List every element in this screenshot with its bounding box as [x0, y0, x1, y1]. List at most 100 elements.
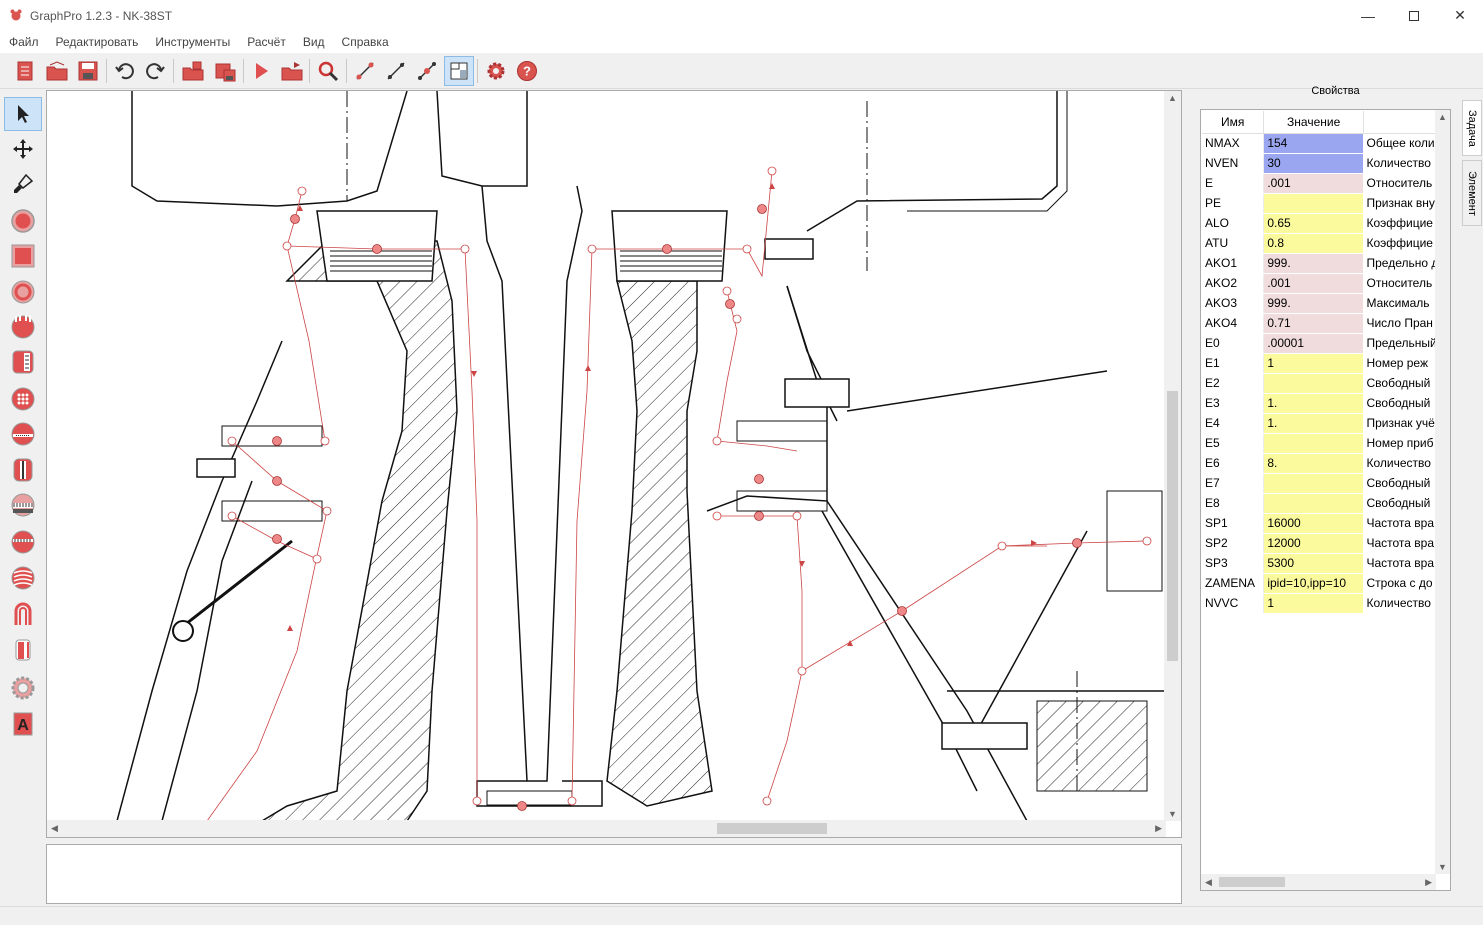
- property-value[interactable]: [1263, 373, 1364, 394]
- perforated-half-button[interactable]: [4, 417, 42, 451]
- view-frame-button[interactable]: [444, 56, 474, 86]
- scroll-down-icon[interactable]: ▼: [1168, 809, 1177, 819]
- property-value[interactable]: ipid=10,ipp=10: [1263, 573, 1364, 594]
- run-button[interactable]: [246, 56, 276, 86]
- property-value[interactable]: 1.: [1263, 413, 1364, 434]
- drawing-canvas[interactable]: ▲ ▼ ◀ ▶: [46, 90, 1182, 838]
- scroll-left-icon[interactable]: ◀: [1205, 877, 1212, 887]
- gear-ring-button[interactable]: [4, 671, 42, 705]
- scroll-left-icon[interactable]: ◀: [51, 823, 58, 833]
- open-project-button[interactable]: [178, 56, 208, 86]
- search-button[interactable]: [313, 56, 343, 86]
- save-project-button[interactable]: [210, 56, 240, 86]
- text-label-button[interactable]: A: [4, 707, 42, 741]
- menu-tools[interactable]: Инструменты: [155, 35, 231, 49]
- property-value[interactable]: 999.: [1263, 253, 1364, 274]
- move-tool-button[interactable]: [4, 132, 42, 166]
- scroll-up-icon[interactable]: ▲: [1438, 112, 1447, 122]
- new-document-button[interactable]: [10, 56, 40, 86]
- property-value[interactable]: 1: [1263, 593, 1364, 614]
- minimize-button[interactable]: —: [1345, 0, 1391, 31]
- undo-button[interactable]: [110, 56, 140, 86]
- output-log-panel[interactable]: [46, 844, 1182, 904]
- property-value[interactable]: .001: [1263, 173, 1364, 194]
- scroll-up-icon[interactable]: ▲: [1168, 93, 1177, 103]
- canvas-horizontal-scrollbar[interactable]: ◀ ▶: [47, 820, 1166, 837]
- scroll-right-icon[interactable]: ▶: [1155, 823, 1162, 833]
- properties-horizontal-thumb[interactable]: [1219, 877, 1285, 887]
- open-folder-button[interactable]: [42, 56, 72, 86]
- maximize-button[interactable]: [1391, 0, 1437, 31]
- settings-button[interactable]: [481, 56, 511, 86]
- property-value[interactable]: 12000: [1263, 533, 1364, 554]
- pipe-button[interactable]: [4, 597, 42, 631]
- scroll-down-icon[interactable]: ▼: [1438, 862, 1447, 872]
- multi-hole-button[interactable]: [4, 310, 42, 344]
- pointer-tool-button[interactable]: [4, 97, 42, 131]
- canvas-vertical-scrollbar[interactable]: ▲ ▼: [1164, 91, 1181, 821]
- comb-seal-button[interactable]: [4, 488, 42, 522]
- perforated-disk-button[interactable]: [4, 382, 42, 416]
- property-value[interactable]: 8.: [1263, 453, 1364, 474]
- property-value[interactable]: 1: [1263, 353, 1364, 374]
- wall-node-button[interactable]: [4, 345, 42, 379]
- seal-disk-button[interactable]: [4, 525, 42, 559]
- help-button[interactable]: ?: [512, 56, 542, 86]
- batch-button[interactable]: [277, 56, 307, 86]
- redo-button[interactable]: [140, 56, 170, 86]
- property-value[interactable]: 5300: [1263, 553, 1364, 574]
- tab-task[interactable]: Задача: [1462, 100, 1482, 156]
- save-button[interactable]: [73, 56, 103, 86]
- property-value[interactable]: 30: [1263, 153, 1364, 174]
- menu-edit[interactable]: Редактировать: [55, 35, 139, 49]
- square-node-button[interactable]: [4, 239, 42, 273]
- column-header-value[interactable]: Значение: [1263, 111, 1364, 134]
- property-value[interactable]: 154: [1263, 133, 1364, 154]
- property-value[interactable]: [1263, 493, 1364, 514]
- property-value[interactable]: 16000: [1263, 513, 1364, 534]
- column-header-name[interactable]: Имя: [1202, 111, 1265, 134]
- canvas-vertical-thumb[interactable]: [1167, 391, 1178, 661]
- column-header-description[interactable]: [1363, 111, 1437, 134]
- menu-help[interactable]: Справка: [341, 35, 389, 49]
- property-value[interactable]: [1263, 473, 1364, 494]
- canvas-horizontal-thumb[interactable]: [717, 823, 827, 834]
- property-value[interactable]: 0.8: [1263, 233, 1364, 254]
- spiral-button[interactable]: [4, 561, 42, 595]
- menu-view[interactable]: Вид: [302, 35, 325, 49]
- property-value[interactable]: [1263, 193, 1364, 214]
- scroll-right-icon[interactable]: ▶: [1425, 877, 1432, 887]
- menu-file[interactable]: Файл: [9, 35, 39, 49]
- property-value[interactable]: .001: [1263, 273, 1364, 294]
- menu-calculation[interactable]: Расчёт: [247, 35, 286, 49]
- bent-pipe-button[interactable]: [4, 633, 42, 667]
- measure-line-button[interactable]: [350, 56, 380, 86]
- numbering-button[interactable]: [381, 56, 411, 86]
- ring-node-button[interactable]: [4, 275, 42, 309]
- property-value[interactable]: [1263, 433, 1364, 454]
- brush-tool-button[interactable]: [4, 167, 42, 201]
- labyrinth-button[interactable]: [4, 453, 42, 487]
